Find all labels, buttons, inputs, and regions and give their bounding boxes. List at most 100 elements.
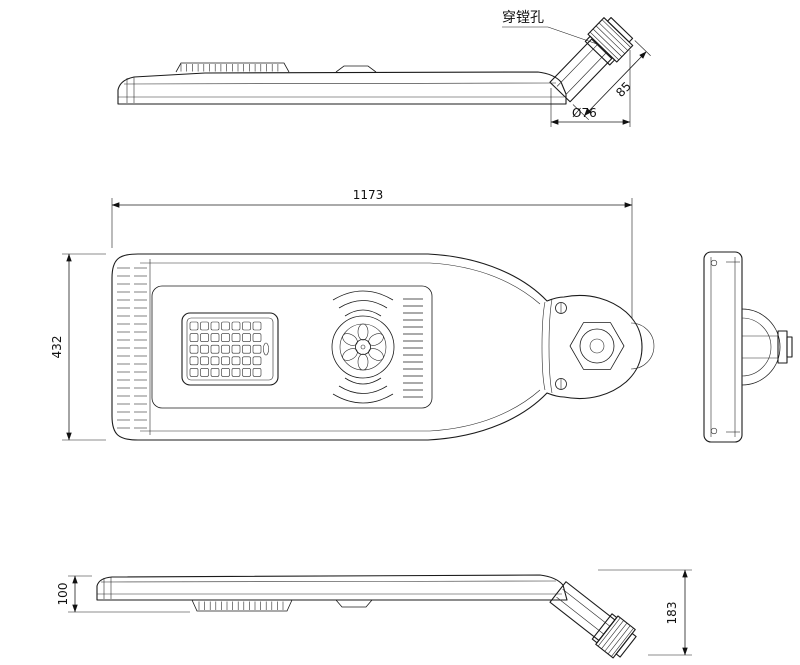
cap-rib <box>604 622 628 652</box>
led-cell <box>221 321 230 331</box>
lamp-body-profile <box>96 574 568 601</box>
cap-rib <box>595 25 626 54</box>
dim-overall-length-label: 1173 <box>353 188 384 202</box>
led-cell <box>189 344 199 354</box>
led-cell <box>242 333 251 342</box>
led-cell <box>200 321 209 331</box>
solar-rib-band <box>191 599 293 612</box>
inner-edge-top <box>140 262 541 305</box>
led-cell <box>200 356 209 366</box>
dim-body-height: 100 <box>56 575 190 613</box>
sensor-hub <box>355 339 371 355</box>
dim-pole-diameter: Ø76 <box>550 50 631 127</box>
vent-slots <box>403 298 423 398</box>
led-grid <box>189 321 262 377</box>
pole-bore-inner <box>589 338 605 354</box>
led-cell <box>252 356 262 366</box>
led-cell <box>200 344 209 354</box>
led-cell <box>252 333 262 342</box>
radar-waves <box>332 290 394 404</box>
neck-line <box>541 301 546 391</box>
pole-mount-top: 85 <box>549 17 651 121</box>
led-cell <box>200 333 209 342</box>
sensor-petal <box>368 333 384 346</box>
led-frame <box>181 312 279 386</box>
end-view <box>703 251 793 443</box>
bolt-hole <box>710 427 718 435</box>
led-cell <box>189 368 199 377</box>
cap-rib <box>607 625 631 655</box>
sensor-petal <box>357 353 369 371</box>
sensor-ring <box>339 323 387 371</box>
led-cell <box>221 368 230 377</box>
solar-rib-band <box>175 62 290 73</box>
heatsink-louvers <box>117 267 147 429</box>
sensor-petals <box>342 323 384 371</box>
led-cell <box>252 344 262 354</box>
led-cell <box>210 333 220 342</box>
cap-rib <box>601 620 624 649</box>
sensor-center <box>360 344 366 350</box>
sensor-petal <box>342 333 358 346</box>
led-cell <box>189 321 199 331</box>
cap-rib <box>611 627 634 657</box>
led-cell <box>242 321 251 331</box>
dim-overall-length: 1173 <box>111 188 633 318</box>
socket-tip <box>786 336 793 358</box>
socket-step <box>777 330 788 364</box>
end-body <box>703 251 743 443</box>
mount-end <box>615 632 637 658</box>
sensor-outer-ring <box>331 315 395 379</box>
leader-line <box>502 26 598 45</box>
sensor-petal <box>368 348 384 361</box>
lamp-outline <box>111 253 643 441</box>
led-cell <box>242 344 251 354</box>
cap-rib <box>598 22 629 51</box>
lamp-body-profile <box>117 71 567 105</box>
led-cell <box>242 356 251 366</box>
led-cell <box>231 356 241 366</box>
solar-ribs <box>198 601 284 610</box>
led-cell <box>221 356 230 366</box>
bottom-side-view: 100 183 <box>56 569 692 659</box>
led-cell <box>231 321 241 331</box>
led-cell <box>242 368 251 377</box>
led-module <box>181 312 279 386</box>
dim-total-height-label: 183 <box>665 602 679 625</box>
bracket-hex-boss <box>569 322 625 370</box>
led-cell <box>210 356 220 366</box>
through-hole-callout: 穿镗孔 <box>502 10 598 45</box>
led-cell <box>200 368 209 377</box>
radar-sensor <box>331 290 395 404</box>
led-cell <box>210 368 220 377</box>
sensor-petal <box>342 348 358 361</box>
cap-rib <box>589 31 620 61</box>
led-cell <box>231 368 241 377</box>
cap-rib <box>601 19 632 48</box>
dim-pole-diameter-label: Ø76 <box>572 106 597 120</box>
led-cell <box>210 321 220 331</box>
led-cell <box>231 333 241 342</box>
cap-rib <box>597 617 621 647</box>
mount-cap-ribs <box>597 617 634 657</box>
front-panel <box>151 285 433 409</box>
led-cell <box>221 333 230 342</box>
mount-end <box>607 17 634 43</box>
led-cell <box>252 368 262 377</box>
neck-line <box>548 298 553 394</box>
through-hole-label: 穿镗孔 <box>502 10 544 26</box>
led-cell <box>231 344 241 354</box>
pole-mount-bottom <box>549 581 637 659</box>
led-cell <box>221 344 230 354</box>
sensor-bump <box>335 65 377 73</box>
socket-arc <box>630 322 655 370</box>
led-connector <box>263 342 269 356</box>
main-top-view: 1173 432 <box>50 188 655 441</box>
sensor-bump <box>335 599 373 608</box>
dim-body-height-label: 100 <box>56 583 70 606</box>
led-cell <box>252 321 262 331</box>
led-cell <box>189 333 199 342</box>
led-inner-frame <box>186 317 274 381</box>
